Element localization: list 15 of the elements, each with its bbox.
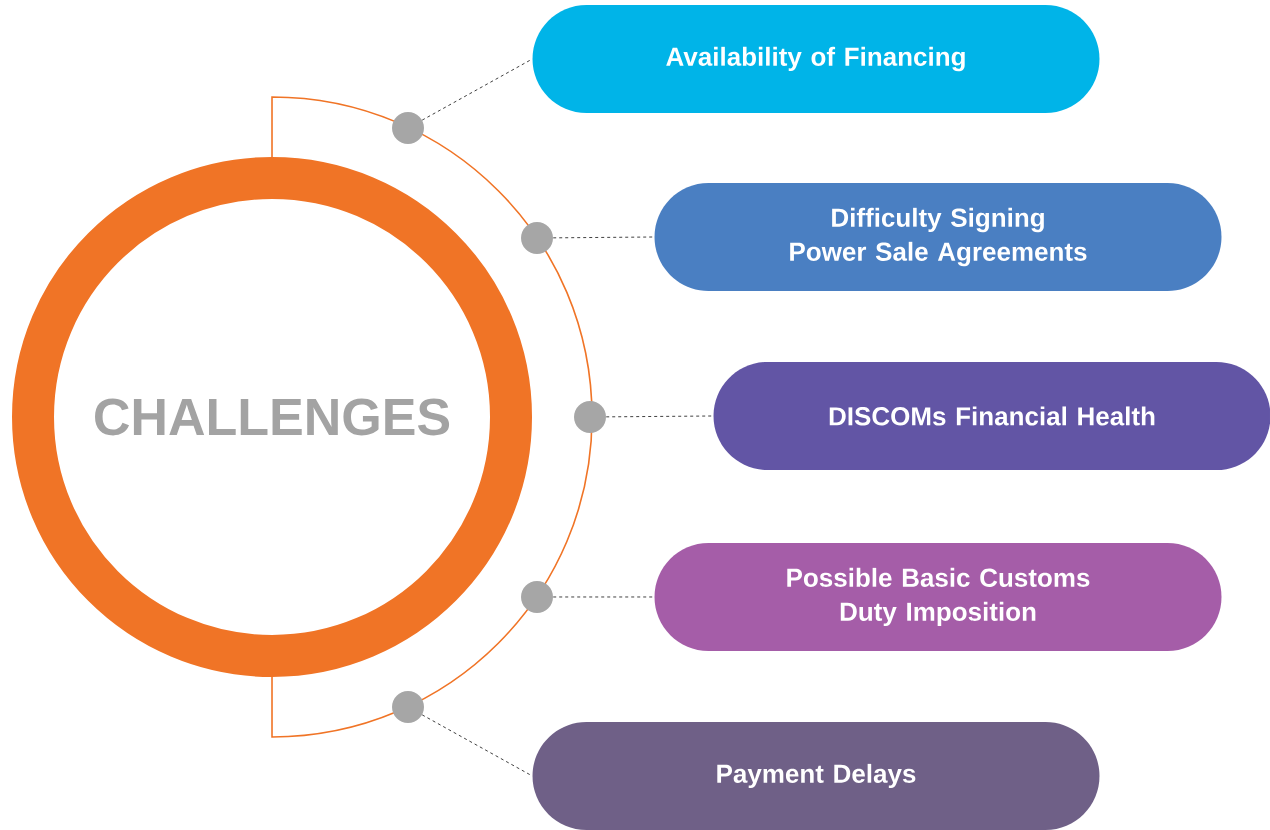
- connector-line: [605, 415, 714, 418]
- rounded-box: Possible Basic Customs Duty Imposition: [654, 543, 1222, 651]
- connector-line: [421, 58, 533, 121]
- dot: [392, 691, 424, 723]
- rounded-box: Availability of Financing: [532, 5, 1100, 113]
- connector-line: [421, 714, 533, 777]
- connector-line: [552, 596, 655, 598]
- rounded-box: DISCOMs Financial Health: [713, 362, 1270, 470]
- dot: [574, 401, 606, 433]
- dot: [521, 222, 553, 254]
- dot: [392, 112, 424, 144]
- rounded-box: Difficulty Signing Power Sale Agreements: [654, 183, 1222, 291]
- connector-line: [552, 236, 655, 239]
- dot: [521, 581, 553, 613]
- rounded-box: Payment Delays: [532, 722, 1100, 830]
